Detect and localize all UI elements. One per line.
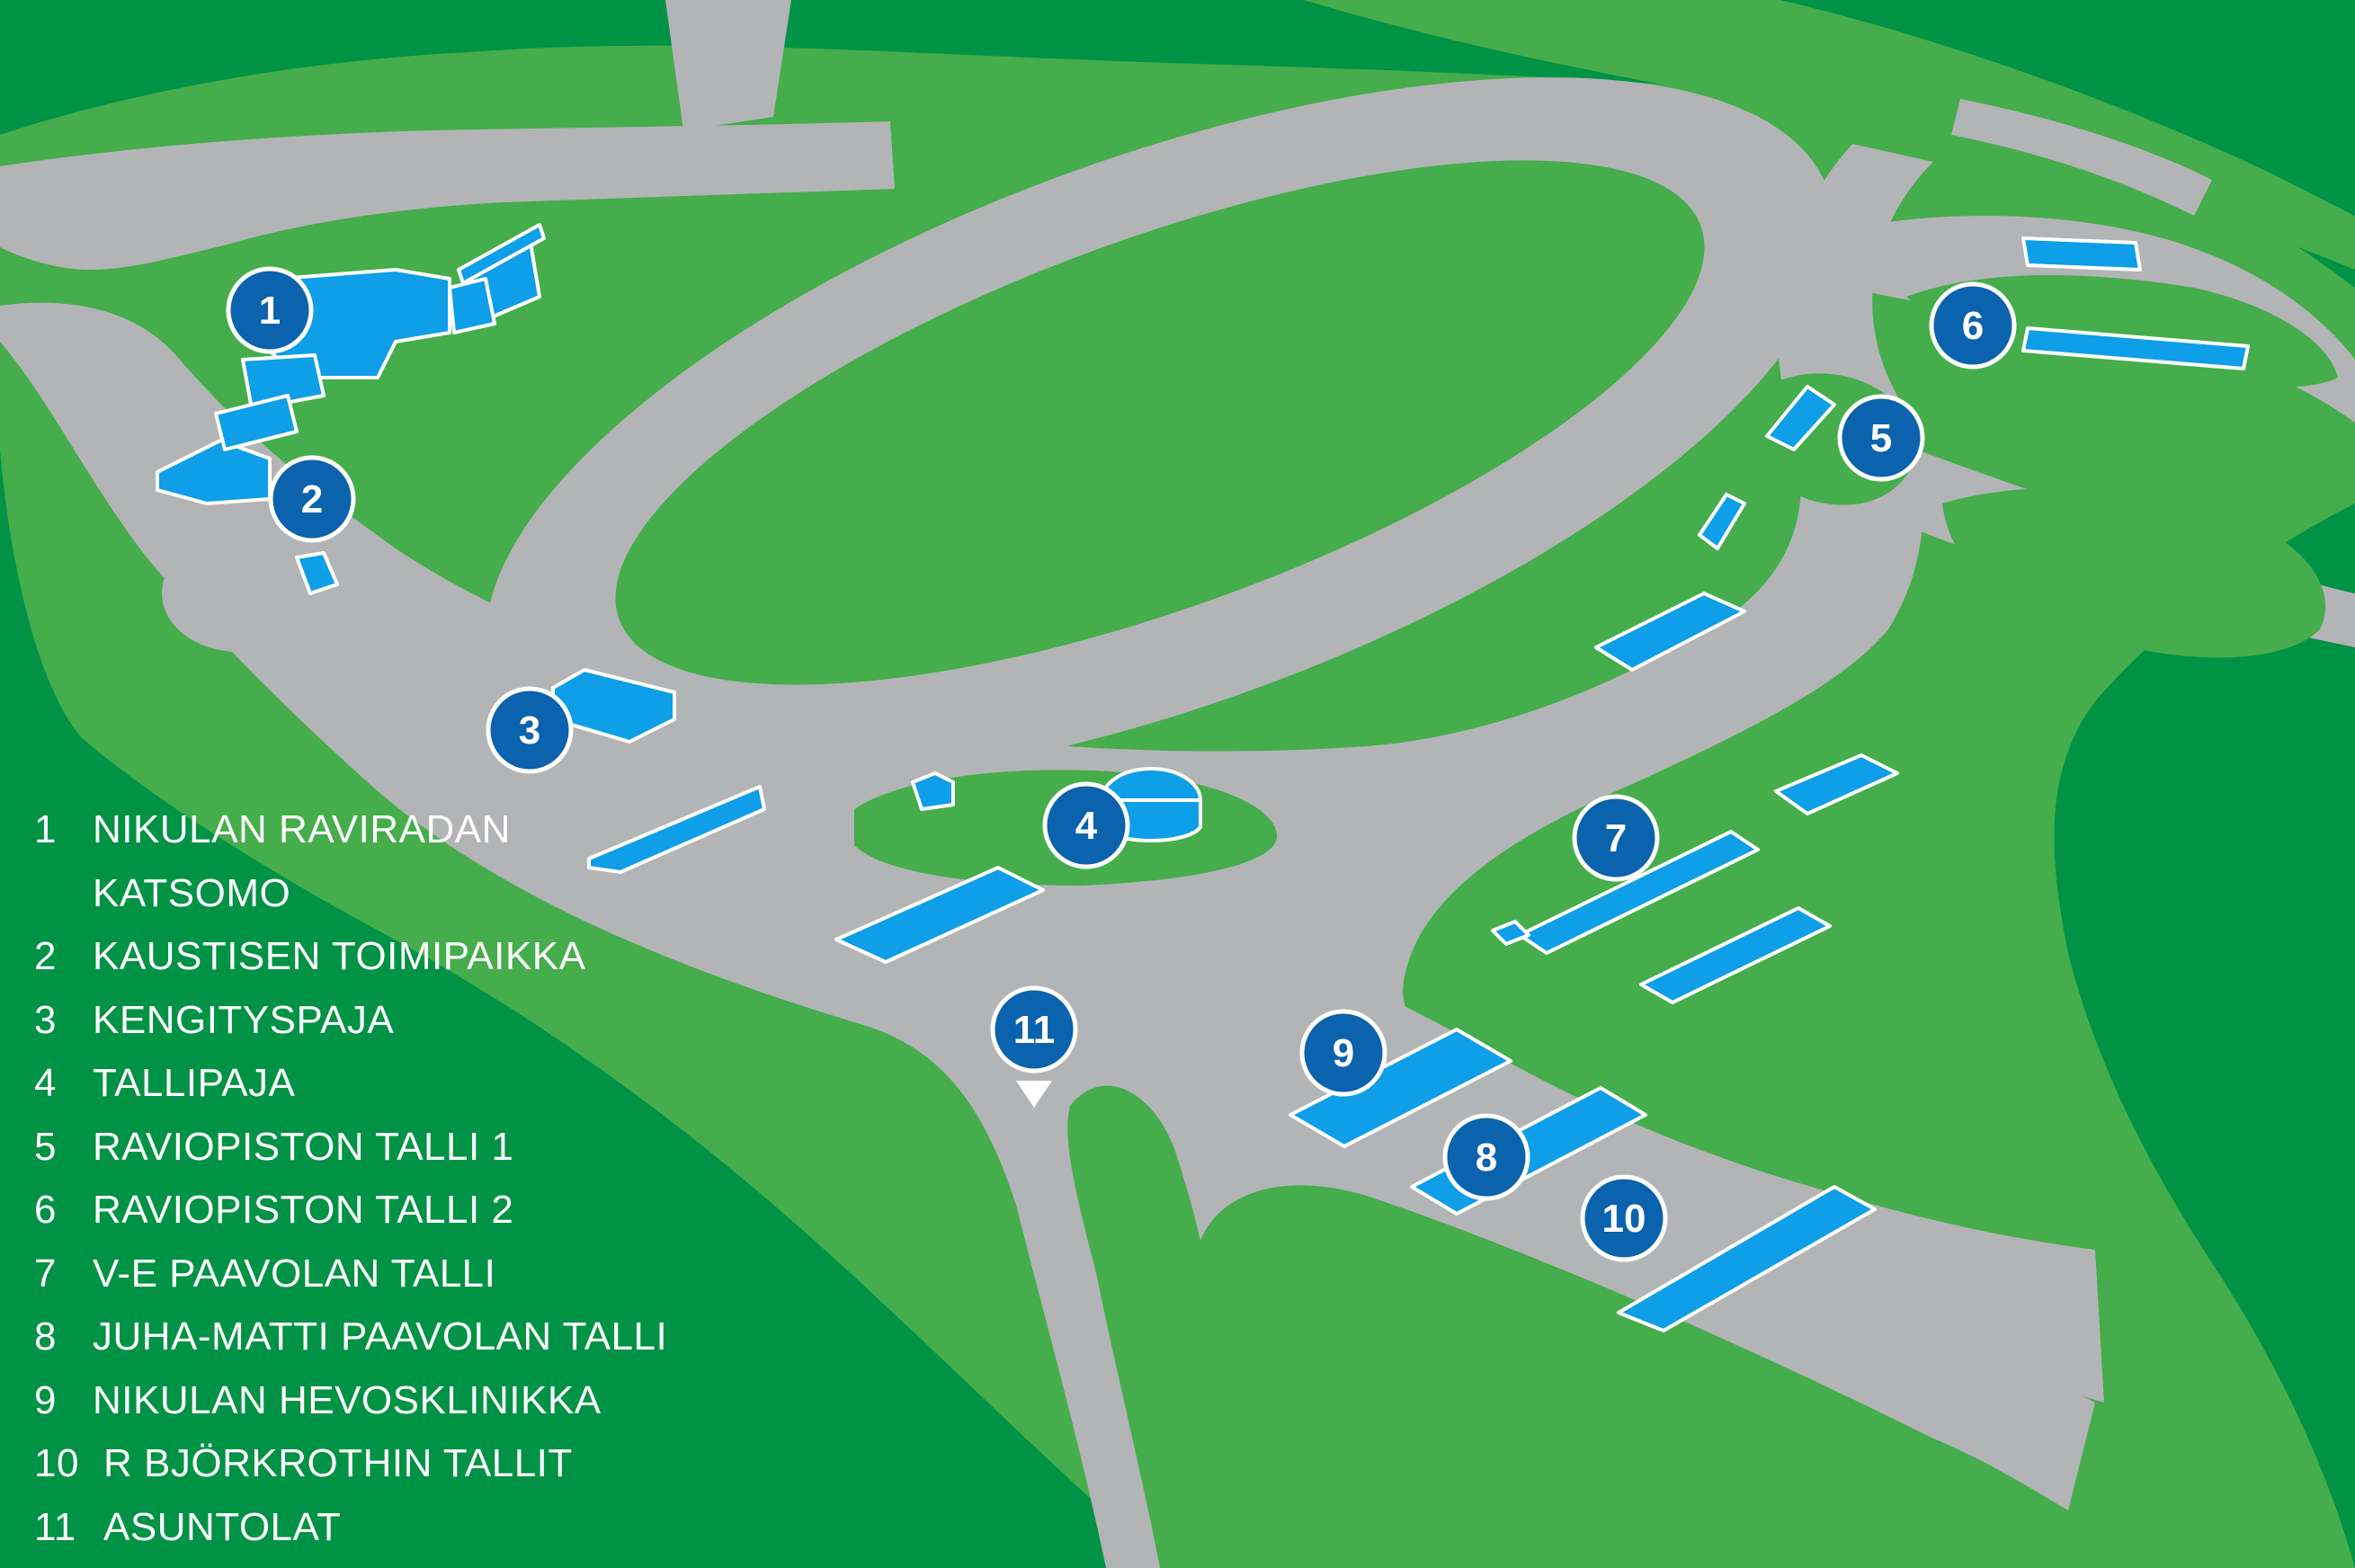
legend-label: NIKULAN HEVOSKLINIKKA bbox=[93, 1377, 602, 1422]
marker-5[interactable]: 5 bbox=[1837, 394, 1925, 482]
legend-number: 7 bbox=[34, 1251, 57, 1296]
marker-label: 11 bbox=[1013, 1008, 1056, 1052]
legend-number: 11 bbox=[34, 1504, 76, 1549]
legend-label: KAUSTISEN TOIMIPAIKKA bbox=[93, 934, 586, 978]
marker-2[interactable]: 2 bbox=[268, 455, 356, 543]
legend-label: RAVIOPISTON TALLI 2 bbox=[93, 1188, 514, 1232]
map-markers: 1 2 3 4 5 6 7 8 bbox=[226, 266, 2017, 1262]
marker-label: 5 bbox=[1870, 416, 1892, 460]
legend-number: 9 bbox=[34, 1377, 57, 1422]
race-track bbox=[486, 77, 1834, 786]
legend-number: 6 bbox=[34, 1188, 57, 1232]
legend-label: NIKULAN RAVIRADAN bbox=[93, 807, 511, 851]
legend-number: 5 bbox=[34, 1124, 57, 1169]
legend-label: R BJÖRKROTHIN TALLIT bbox=[103, 1441, 573, 1485]
legend-number: 3 bbox=[34, 997, 57, 1042]
marker-7[interactable]: 7 bbox=[1572, 794, 1660, 882]
building-bjorkroth bbox=[1617, 1185, 1877, 1332]
legend-label: ASUNTOLAT bbox=[103, 1504, 342, 1549]
legend-number: 1 bbox=[34, 807, 57, 851]
legend-label: JUHA-MATTI PAAVOLAN TALLI bbox=[93, 1314, 668, 1359]
marker-label: 9 bbox=[1333, 1031, 1354, 1075]
legend-label-continued: KATSOMO bbox=[93, 870, 291, 915]
marker-label: 2 bbox=[301, 477, 323, 521]
marker-11[interactable]: 11 bbox=[990, 985, 1078, 1108]
legend-label: V-E PAAVOLAN TALLI bbox=[93, 1251, 496, 1296]
marker-label: 3 bbox=[519, 708, 540, 753]
roundabout bbox=[162, 535, 315, 652]
legend-label: TALLIPAJA bbox=[93, 1061, 296, 1105]
building-clinic bbox=[1289, 1028, 1512, 1148]
marker-label: 4 bbox=[1075, 804, 1098, 848]
marker-label: 10 bbox=[1602, 1197, 1646, 1241]
building-raviopisto-2 bbox=[2021, 236, 2142, 272]
legend-number: 8 bbox=[34, 1314, 57, 1359]
grass-field-top bbox=[1304, 0, 2355, 270]
marker-label: 1 bbox=[259, 289, 281, 333]
location-pointer-icon bbox=[1016, 1081, 1052, 1108]
marker-4[interactable]: 4 bbox=[1042, 781, 1130, 869]
legend-label: KENGITYSPAJA bbox=[93, 997, 395, 1042]
marker-label: 8 bbox=[1476, 1136, 1497, 1180]
marker-label: 6 bbox=[1962, 304, 1984, 348]
marker-3[interactable]: 3 bbox=[486, 686, 574, 774]
marker-label: 7 bbox=[1605, 816, 1627, 860]
marker-1[interactable]: 1 bbox=[226, 266, 314, 354]
legend-number: 2 bbox=[34, 934, 57, 978]
building-paavola-ve bbox=[1518, 830, 1760, 955]
marker-10[interactable]: 10 bbox=[1580, 1174, 1668, 1262]
marker-9[interactable]: 9 bbox=[1299, 1009, 1387, 1097]
marker-8[interactable]: 8 bbox=[1442, 1113, 1530, 1201]
legend-number: 4 bbox=[34, 1061, 57, 1105]
legend-number: 10 bbox=[34, 1441, 79, 1485]
legend-label: RAVIOPISTON TALLI 1 bbox=[93, 1124, 514, 1169]
track-infield bbox=[615, 160, 1705, 685]
marker-6[interactable]: 6 bbox=[1929, 281, 2017, 370]
buildings bbox=[156, 223, 2250, 1332]
